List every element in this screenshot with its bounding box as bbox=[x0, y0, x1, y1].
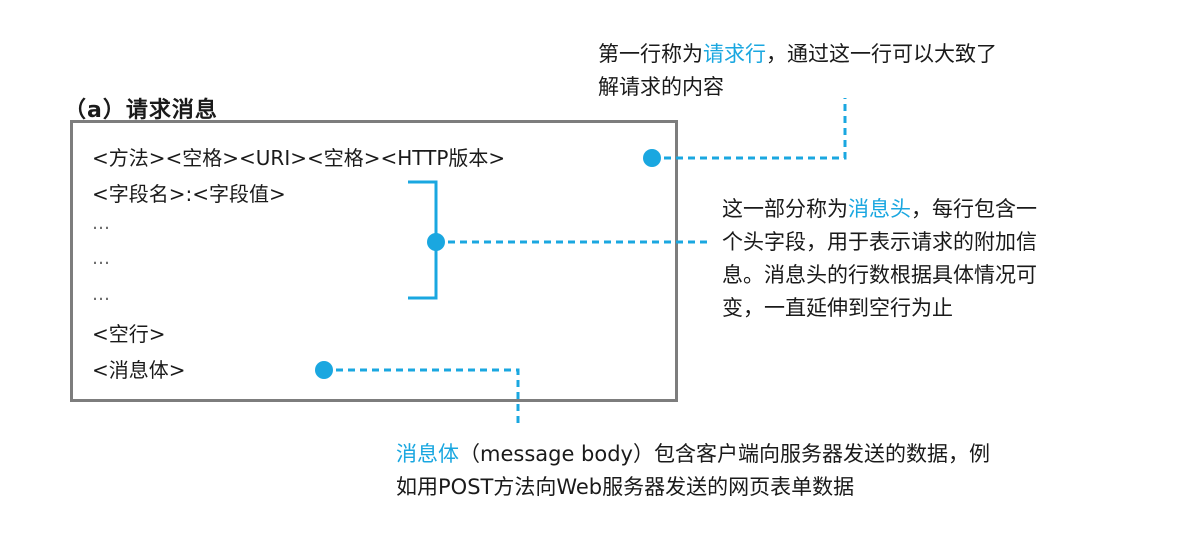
headers-note: 这一部分称为消息头，每行包含一 个头字段，用于表示请求的附加信 息。消息头的行数… bbox=[722, 193, 1162, 325]
header-ellipsis-3: … bbox=[92, 284, 111, 305]
header-dot bbox=[427, 233, 445, 251]
headers-note-text-2: ，每行包含一 bbox=[911, 197, 1037, 221]
headers-note-line3: 息。消息头的行数根据具体情况可 bbox=[722, 263, 1037, 287]
header-ellipsis-1: … bbox=[92, 213, 111, 234]
headers-note-text: 这一部分称为 bbox=[722, 197, 848, 221]
body-note: 消息体（message body）包含客户端向服务器发送的数据，例 如用POST… bbox=[396, 438, 1156, 504]
message-body-text: <消息体> bbox=[92, 358, 186, 382]
diagram-title: （a）请求消息 bbox=[64, 98, 218, 123]
request-line-note-text-2: ，通过这一行可以大致了 bbox=[766, 42, 997, 66]
body-term: 消息体 bbox=[396, 442, 459, 466]
request-line-connector bbox=[664, 98, 847, 160]
blank-line-text: <空行> bbox=[92, 322, 166, 346]
body-note-line2: 如用POST方法向Web服务器发送的网页表单数据 bbox=[396, 475, 855, 499]
request-line-text: <方法><空格><URI><空格><HTTP版本> bbox=[92, 146, 506, 170]
request-line-note-line2: 解请求的内容 bbox=[598, 75, 724, 99]
headers-term: 消息头 bbox=[848, 197, 911, 221]
body-connector bbox=[336, 368, 520, 428]
request-line-dot bbox=[643, 149, 661, 167]
headers-note-line4: 变，一直延伸到空行为止 bbox=[722, 296, 953, 320]
body-dot bbox=[315, 361, 333, 379]
headers-note-line2: 个头字段，用于表示请求的附加信 bbox=[722, 230, 1037, 254]
request-line-note-text: 第一行称为 bbox=[598, 42, 703, 66]
header-field-text: <字段名>:<字段值> bbox=[92, 182, 286, 206]
request-line-note: 第一行称为请求行，通过这一行可以大致了 解请求的内容 bbox=[598, 38, 1118, 104]
header-ellipsis-2: … bbox=[92, 248, 111, 269]
request-message-box bbox=[70, 120, 678, 402]
request-line-term: 请求行 bbox=[703, 42, 766, 66]
body-note-text: （message body）包含客户端向服务器发送的数据，例 bbox=[459, 442, 990, 466]
